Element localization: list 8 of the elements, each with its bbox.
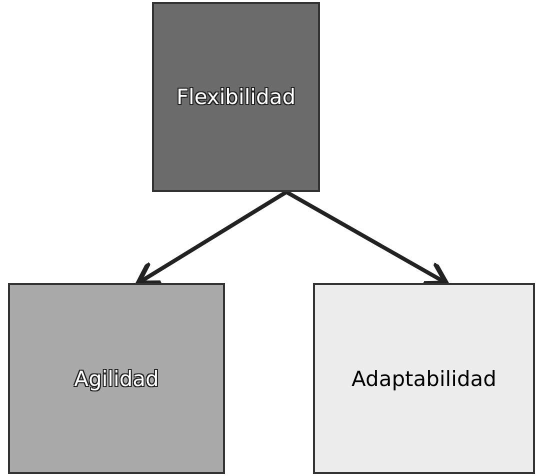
node-label: Flexibilidad <box>176 85 296 109</box>
text-box <box>313 283 535 474</box>
arrow <box>285 190 449 286</box>
text-box <box>152 2 320 192</box>
node-label: Adaptabilidad <box>352 366 496 390</box>
node-label: Agilidad <box>74 366 159 390</box>
text-box <box>8 283 225 474</box>
arrow <box>136 190 288 286</box>
